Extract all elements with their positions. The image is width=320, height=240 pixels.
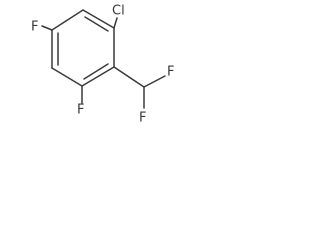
ring-bond-c4-c5 [51, 67, 83, 87]
ring-bond-c3-c4 [81, 66, 115, 87]
atom-label-cl: Cl [112, 4, 125, 19]
ring-bond-c6-c1 [51, 9, 84, 31]
atom-label-f-ring-top-left: F [31, 20, 38, 35]
bond-ring-to-chf2 [113, 66, 145, 88]
bond-ring-to-f-left [41, 25, 53, 31]
atom-label-f-ring-bottom: F [77, 103, 84, 118]
bond-chf2-to-f-top [143, 75, 166, 88]
ring-double-bond-c1-c2 [84, 16, 109, 32]
atom-label-f-chain-bottom: F [139, 111, 146, 126]
bond-ring-to-cl [113, 17, 118, 29]
chemical-structure-drawing: Cl F F F F [31, 4, 174, 126]
ring-bond-c1-c2 [82, 9, 115, 29]
atom-label-f-chain-top: F [167, 65, 174, 80]
ring-double-bond-c3-c4 [83, 63, 109, 80]
